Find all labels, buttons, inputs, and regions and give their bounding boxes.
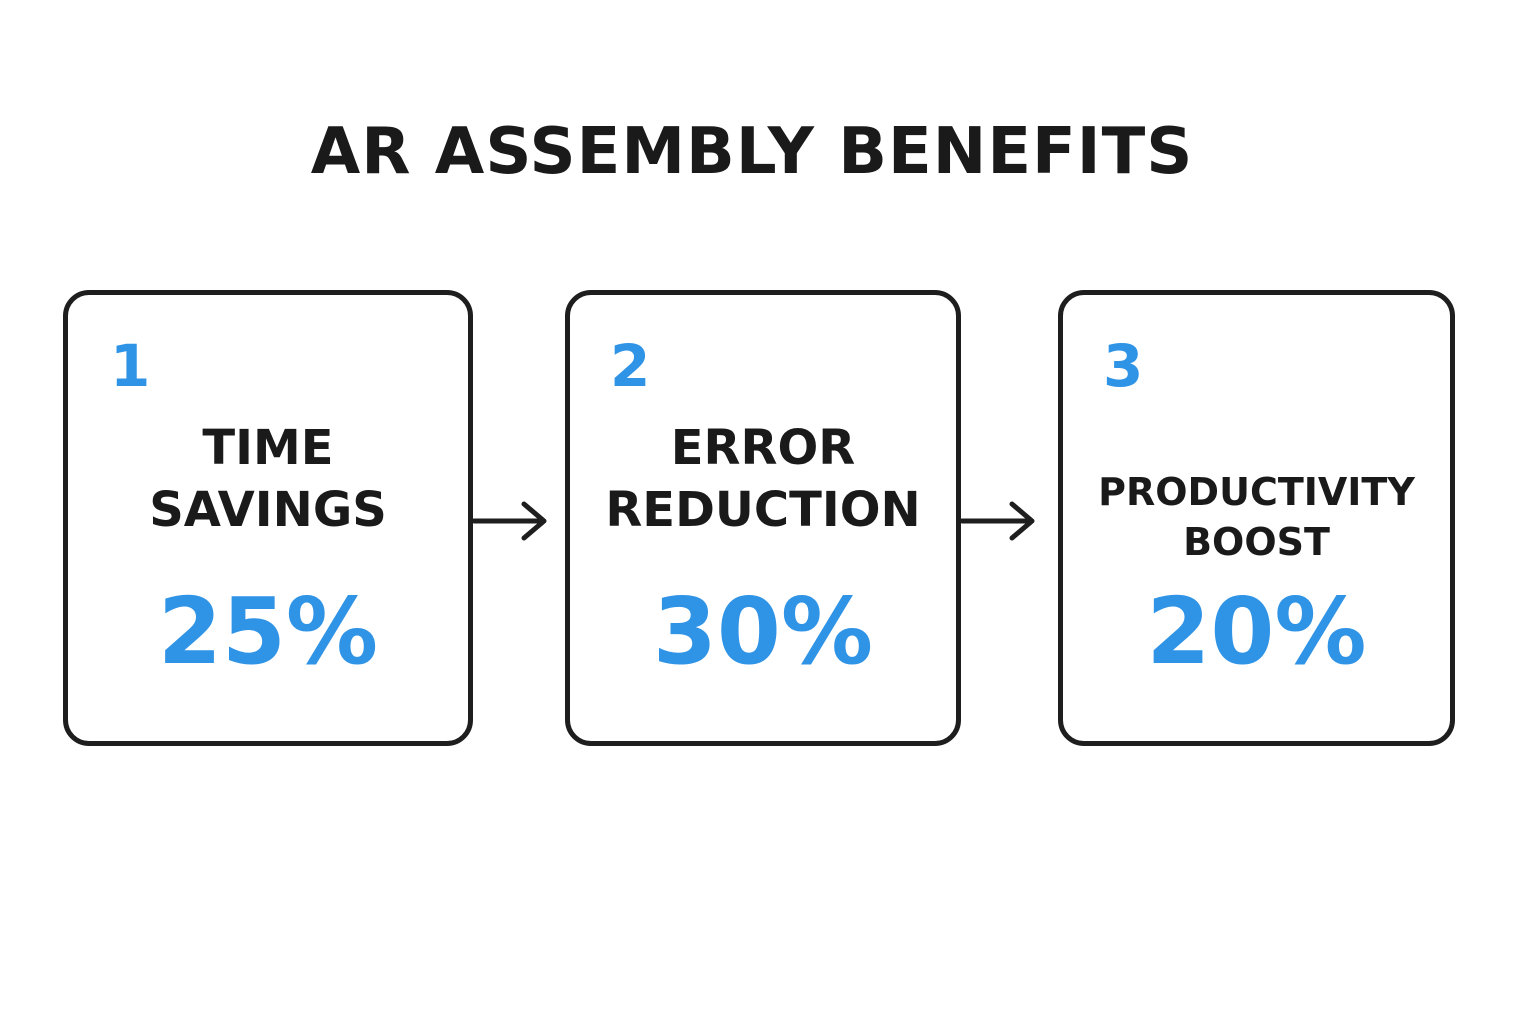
step-label-line: BOOST — [1183, 520, 1330, 564]
step-label-line: PRODUCTIVITY — [1098, 470, 1415, 514]
step-card-productivity-boost: 3 PRODUCTIVITY BOOST 20% — [1058, 290, 1455, 746]
step-value: 30% — [652, 578, 874, 685]
step-card-error-reduction: 2 ERROR REDUCTION 30% — [565, 290, 961, 746]
step-value: 20% — [1146, 578, 1367, 685]
step-label: ERROR REDUCTION — [570, 417, 956, 541]
step-label-line: ERROR — [670, 420, 856, 476]
diagram-title: AR ASSEMBLY BENEFITS — [310, 115, 1194, 189]
step-label: TIME SAVINGS — [68, 417, 468, 541]
step-card-time-savings: 1 TIME SAVINGS 25% — [63, 290, 473, 746]
step-value: 25% — [157, 578, 379, 685]
step-number: 3 — [1103, 332, 1144, 400]
step-label-line: TIME — [202, 420, 334, 476]
step-label-line: REDUCTION — [605, 482, 921, 538]
arrow-right-icon — [960, 501, 1035, 541]
step-number: 1 — [110, 332, 151, 400]
step-number: 2 — [610, 332, 651, 400]
arrow-right-icon — [472, 501, 547, 541]
step-label: PRODUCTIVITY BOOST — [1063, 467, 1450, 567]
step-label-line: SAVINGS — [149, 482, 387, 538]
